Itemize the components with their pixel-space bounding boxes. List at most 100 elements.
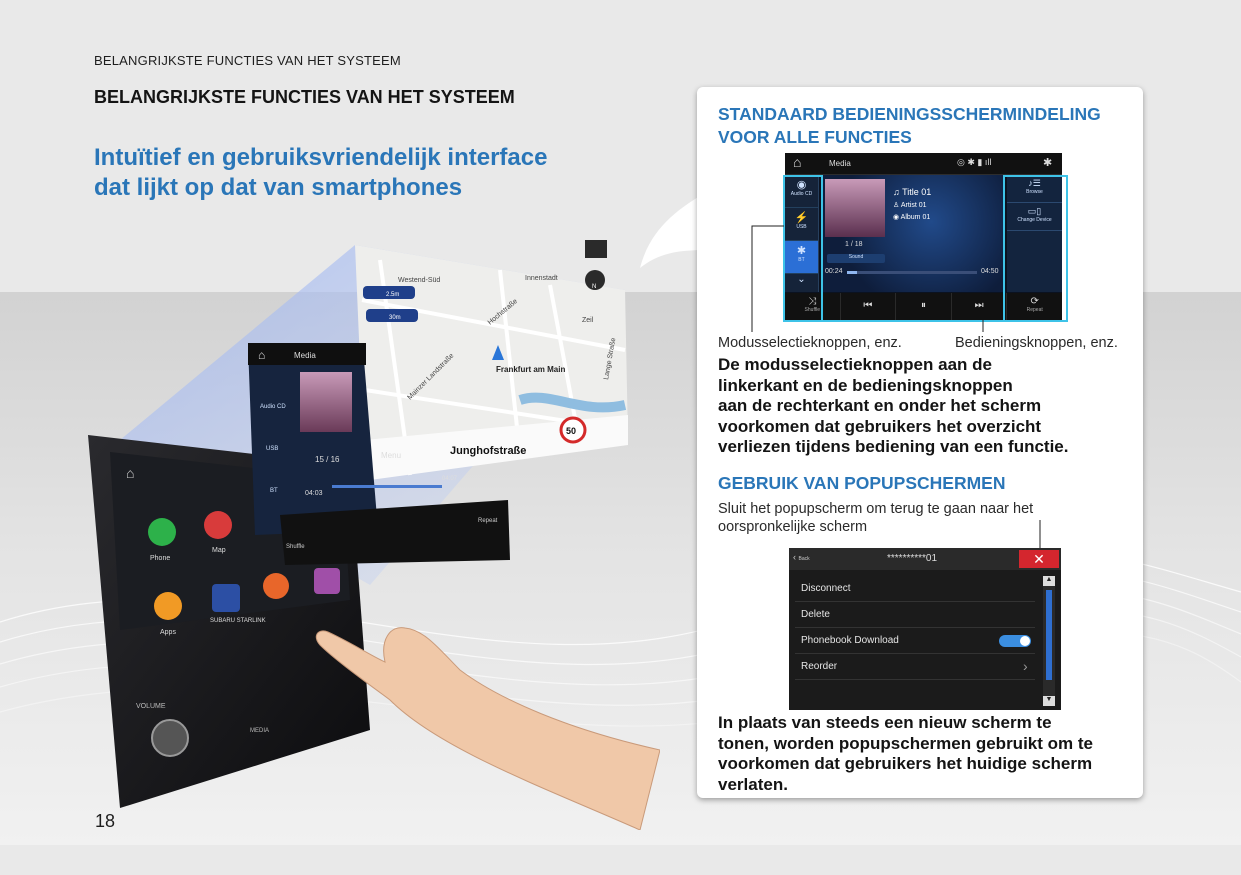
paragraph-layout: De modusselectieknoppen aan de linkerkan…: [718, 355, 1069, 456]
track-count: 1 / 18: [845, 241, 863, 248]
hand-illustration: [315, 627, 660, 830]
device-icon: ▭▯: [1027, 206, 1042, 216]
page-number: 18: [95, 811, 116, 831]
sound-button[interactable]: Sound: [827, 254, 885, 263]
device-name: **********01: [887, 553, 938, 564]
heading-popup: GEBRUIK VAN POPUPSCHERMEN: [718, 473, 1006, 493]
disc-icon: ◉: [796, 179, 807, 191]
popup-row-delete[interactable]: Delete: [795, 602, 1035, 628]
media-top-bar: ⌂ Media ◎ ✱ ▮ ıll ✱: [785, 153, 1062, 175]
label-controls: Bedieningsknoppen, enz.: [955, 335, 1118, 351]
illus-track-count: 15 / 16: [315, 455, 340, 464]
next-icon: ⏭: [974, 300, 984, 311]
mode-select-column: ◉Audio CD ⚡USB ✱BT ⌄: [785, 175, 819, 292]
illus-progress: [332, 485, 442, 488]
popup-note: Sluit het popupscherm om terug te gaan n…: [718, 501, 1034, 535]
running-header: BELANGRIJKSTE FUNCTIES VAN HET SYSTEEM: [94, 53, 401, 68]
shuffle-label: Shuffle: [804, 307, 821, 313]
toggle-knob: [1020, 636, 1030, 646]
browse-icon: ♪☰: [1028, 178, 1041, 188]
street-zeil: Zeil: [582, 317, 594, 324]
browse-label: Browse: [1026, 189, 1043, 195]
illus-shuffle: Shuffle: [286, 544, 305, 550]
volume-label: VOLUME: [136, 703, 166, 710]
time-elapsed: 00:24: [825, 268, 843, 275]
mode-audio-cd[interactable]: ◉Audio CD: [785, 175, 818, 208]
progress-track[interactable]: [847, 271, 977, 274]
illus-bt: BT: [270, 488, 278, 494]
close-button[interactable]: ✕: [1019, 550, 1059, 568]
scroll-up-icon[interactable]: ▲: [1043, 576, 1055, 586]
mute-icon: [585, 240, 607, 258]
repeat-label: Repeat: [1026, 307, 1043, 313]
track-title: ♫ Title 01: [893, 187, 932, 197]
close-leader-line: [1039, 520, 1041, 550]
status-icons: ◎ ✱ ▮ ıll: [957, 157, 992, 167]
home-map-label: Map: [212, 547, 226, 554]
back-button[interactable]: ‹ Back: [793, 552, 810, 562]
track-title-text: Title 01: [902, 187, 932, 197]
radio-icon: [263, 573, 289, 599]
vehicle-arrow-icon: [492, 345, 504, 360]
previous-icon: ⏮: [863, 300, 873, 311]
back-label: Back: [798, 556, 810, 562]
media-bottom-bar: ⤨Shuffle ⏮ ⏸ ⏭ ⟳Repeat: [785, 293, 1062, 321]
next-button[interactable]: ⏭: [952, 293, 1008, 321]
mode-bt[interactable]: ✱BT: [785, 241, 818, 274]
city-label: Frankfurt am Main: [496, 365, 565, 374]
speed-limit-value: 50: [566, 426, 576, 436]
illus-time-elapsed: 04:03: [305, 490, 323, 497]
repeat-button[interactable]: ⟳Repeat: [1007, 293, 1062, 321]
home-icon[interactable]: ⌂: [793, 154, 802, 170]
control-column: ♪☰Browse ▭▯Change Device: [1007, 175, 1062, 292]
current-street: Junghofstraße: [450, 445, 526, 457]
usb-icon: ⚡: [794, 212, 809, 224]
infotainment-illustration: ⌂ Phone Map Apps SUBARU STARLINK VOLUME …: [88, 240, 660, 830]
illus-media-title: Media: [294, 351, 316, 360]
callout-lines: [751, 225, 984, 332]
compass-label: N: [592, 284, 596, 290]
home-icon: ⌂: [126, 465, 134, 481]
apps-icon: [154, 592, 182, 620]
media-screen-title: Media: [829, 159, 851, 168]
popup-row-reorder[interactable]: Reorder: [795, 654, 1035, 680]
home-starlink-label: SUBARU STARLINK: [210, 618, 266, 624]
browse-button[interactable]: ♪☰Browse: [1007, 175, 1062, 203]
heading-standard-layout: STANDAARD BEDIENINGSSCHERMINDELING VOOR …: [718, 104, 1101, 147]
mode-audio-cd-label: Audio CD: [790, 191, 813, 197]
illus-album-art: [300, 372, 352, 432]
home-phone-label: Phone: [150, 555, 170, 562]
previous-button[interactable]: ⏮: [841, 293, 897, 321]
reorder-label: Reorder: [801, 661, 838, 672]
bluetooth-icon: ✱: [1043, 157, 1053, 169]
pause-icon: ⏸: [920, 300, 926, 311]
scroll-down-icon[interactable]: ⌄: [797, 274, 806, 285]
scroll-thumb[interactable]: [1046, 590, 1052, 680]
nav-dist-1: [363, 286, 415, 299]
change-device-button[interactable]: ▭▯Change Device: [1007, 203, 1062, 231]
starlink-icon: [212, 584, 240, 612]
highlight-bottom-controls: [783, 292, 1068, 322]
scroll-down-icon[interactable]: ▼: [1043, 696, 1055, 706]
album-art: [825, 179, 885, 237]
speed-limit-sign: [559, 416, 587, 444]
scrollbar[interactable]: ▲ ▼: [1043, 576, 1055, 706]
close-icon: ✕: [1033, 551, 1045, 567]
mode-usb[interactable]: ⚡USB: [785, 208, 818, 241]
label-mode-select: Modusselectieknoppen, enz.: [718, 335, 902, 351]
pause-button[interactable]: ⏸: [896, 293, 952, 321]
paragraph-popup: In plaats van steeds een nieuw scherm te…: [718, 713, 1093, 794]
home-apps-label: Apps: [160, 629, 176, 636]
phonebook-label: Phonebook Download: [801, 635, 899, 646]
album-text: Album 01: [900, 214, 931, 221]
illus-home-icon: ⌂: [258, 348, 265, 362]
popup-row-disconnect[interactable]: Disconnect: [795, 576, 1035, 602]
callout-pointer: [640, 190, 710, 268]
shuffle-button[interactable]: ⤨Shuffle: [785, 293, 841, 321]
repeat-icon: ⟳: [1030, 296, 1039, 307]
illus-time-total: 04:07: [442, 476, 458, 482]
phonebook-toggle[interactable]: [999, 635, 1031, 647]
popup-row-phonebook[interactable]: Phonebook Download: [795, 628, 1035, 654]
illus-menu: Menu: [381, 451, 401, 460]
